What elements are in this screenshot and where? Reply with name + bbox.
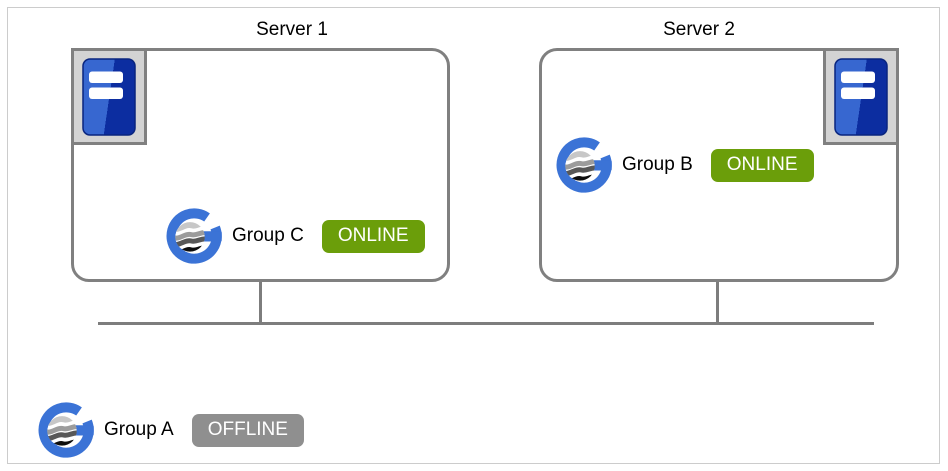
group-b-node: Group B ONLINE (556, 134, 814, 196)
group-a-node: Group A OFFLINE (38, 399, 304, 461)
server-tower-icon (82, 58, 136, 136)
server1-network-connector (259, 279, 262, 325)
cluster-group-icon (38, 401, 96, 459)
server-tower-icon (834, 58, 888, 136)
server2-icon-box (823, 48, 899, 145)
group-name-label: Group C (232, 225, 304, 246)
server1-icon-box (71, 48, 147, 145)
server1-title: Server 1 (256, 19, 328, 40)
network-bus-line (98, 322, 874, 325)
cluster-group-icon (166, 207, 224, 265)
group-c-node: Group C ONLINE (166, 205, 425, 267)
server2-network-connector (716, 279, 719, 325)
status-badge: ONLINE (321, 219, 425, 253)
group-name-label: Group A (104, 419, 174, 440)
server2-title: Server 2 (663, 19, 735, 40)
status-badge: OFFLINE (191, 413, 304, 447)
cluster-group-icon (556, 136, 614, 194)
status-badge: ONLINE (710, 148, 814, 182)
group-name-label: Group B (622, 154, 693, 175)
